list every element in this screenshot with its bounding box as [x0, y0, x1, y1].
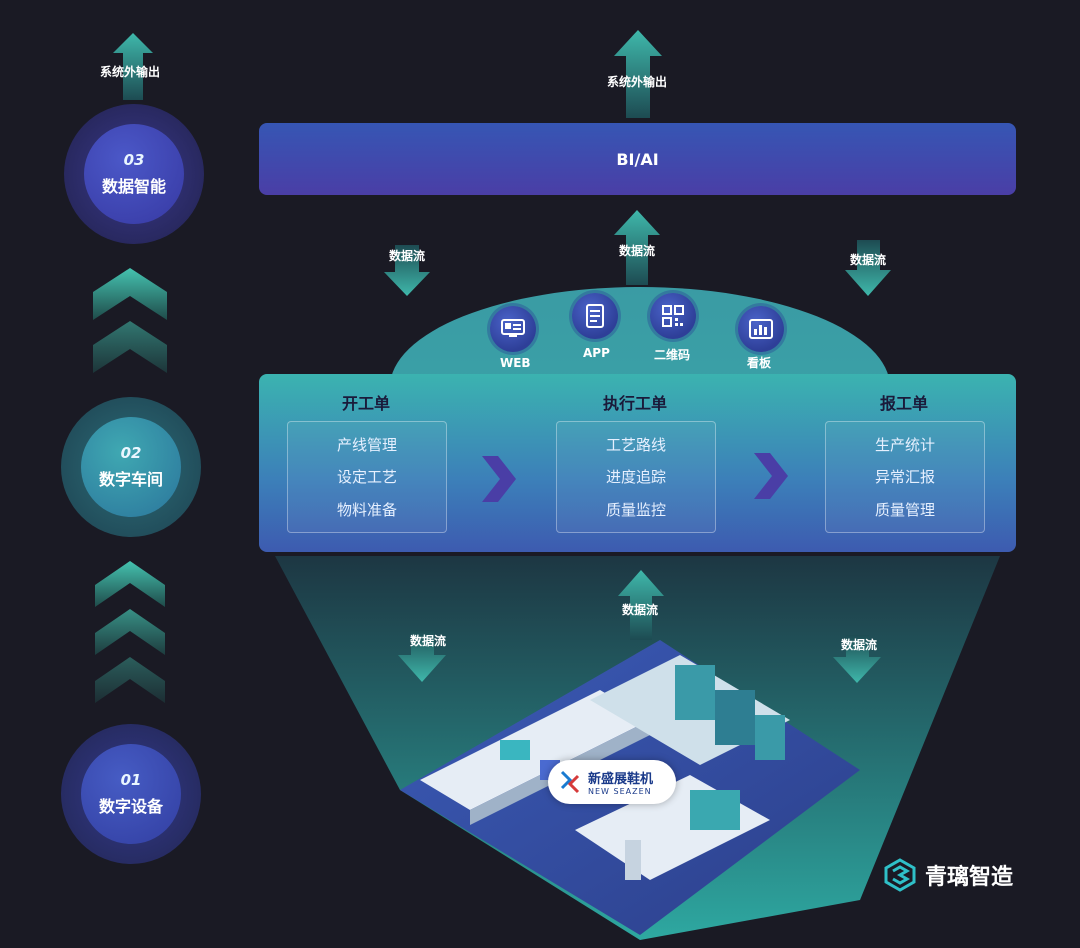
channel-label-app: APP	[583, 346, 610, 360]
workflow-title-exec-order: 执行工单	[603, 394, 668, 413]
workflow-item: 质量管理	[874, 501, 935, 520]
channel-label-board: 看板	[747, 356, 772, 370]
level-02-num: 02	[120, 444, 142, 462]
qingli-logo-icon	[884, 858, 916, 892]
workflow-item: 生产统计	[874, 435, 935, 454]
workflow-title-report-order: 报工单	[880, 394, 929, 413]
level-01-num: 01	[120, 771, 142, 789]
workflow-box-open-order: 产线管理 设定工艺 物料准备	[287, 421, 447, 533]
left-output-label: 系统外输出	[100, 65, 161, 79]
level-02-label: 数字车间	[98, 470, 163, 489]
workflow-item: 进度追踪	[605, 468, 666, 487]
level-03-label: 数据智能	[101, 177, 166, 196]
workflow-title-open-order: 开工单	[342, 394, 391, 413]
channel-label-web: WEB	[500, 356, 531, 370]
data-flow-label-lower-right: 数据流	[841, 638, 878, 652]
workflow-item: 设定工艺	[336, 468, 397, 487]
new-seazen-logo-icon	[560, 770, 580, 794]
monitor-icon	[490, 306, 536, 352]
workflow-item: 产线管理	[336, 435, 397, 454]
data-flow-label-lower-left: 数据流	[410, 634, 447, 648]
channel-label-qrcode: 二维码	[654, 348, 691, 362]
data-flow-label-top-right: 数据流	[850, 253, 887, 267]
factory-brand-cn: 新盛展鞋机	[588, 772, 654, 787]
data-flow-label-lower-center: 数据流	[622, 603, 659, 617]
factory-brand-tag: 新盛展鞋机 NEW SEAZEN	[548, 760, 676, 804]
brand-name: 青璃智造	[925, 865, 1014, 890]
chevron-right-icon	[482, 456, 516, 502]
workflow-item: 异常汇报	[874, 468, 935, 487]
document-icon	[572, 293, 618, 339]
data-flow-label-top-left: 数据流	[389, 249, 426, 263]
bi-ai-bar: BI/AI	[259, 123, 1016, 195]
level-02-circle: 02 数字车间	[61, 397, 201, 537]
board-chart-icon	[738, 306, 784, 352]
center-output-label: 系统外输出	[607, 75, 668, 89]
qrcode-icon	[650, 293, 696, 339]
level-03-circle: 03 数据智能	[64, 104, 204, 244]
level-01-label: 数字设备	[98, 797, 163, 816]
workflow-panel	[259, 374, 1016, 552]
workflow-box-report-order: 生产统计 异常汇报 质量管理	[825, 421, 985, 533]
level-01-circle: 01 数字设备	[61, 724, 201, 864]
data-flow-label-top-center: 数据流	[619, 244, 656, 258]
level-chevrons-upper	[93, 268, 167, 373]
data-flow-arrow-right-down	[845, 240, 891, 296]
workflow-item: 物料准备	[336, 501, 397, 520]
bi-ai-label: BI/AI	[616, 149, 659, 169]
factory-brand-en: NEW SEAZEN	[588, 787, 652, 796]
brand-logo: 青璃智造	[883, 858, 1013, 892]
workflow-item: 质量监控	[605, 501, 666, 520]
workflow-box-exec-order: 工艺路线 进度追踪 质量监控	[556, 421, 716, 533]
workflow-item: 工艺路线	[605, 435, 666, 454]
chevron-right-icon	[754, 453, 788, 499]
level-03-num: 03	[123, 151, 145, 169]
level-chevrons-lower	[95, 561, 165, 703]
